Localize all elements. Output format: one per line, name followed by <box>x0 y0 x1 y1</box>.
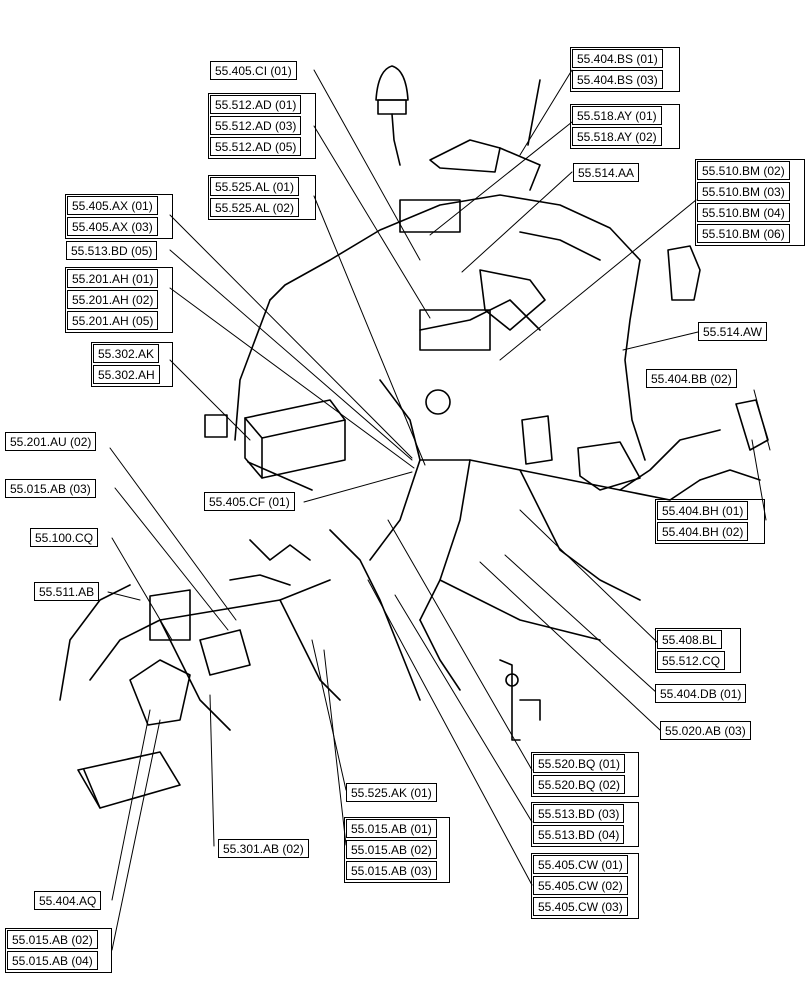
ref-group-55-015-ab-mid: 55.015.AB (01) 55.015.AB (02) 55.015.AB … <box>344 817 450 883</box>
ref-55-513-bd-03[interactable]: 55.513.BD (03) <box>533 804 625 823</box>
ref-55-015-ab-04[interactable]: 55.015.AB (04) <box>7 951 98 970</box>
ref-group-55-525-al: 55.525.AL (01) 55.525.AL (02) <box>208 175 316 220</box>
ref-55-520-bq-02[interactable]: 55.520.BQ (02) <box>533 775 626 794</box>
ref-55-518-ay-01[interactable]: 55.518.AY (01) <box>572 106 662 125</box>
ref-55-405-ax-03[interactable]: 55.405.AX (03) <box>67 217 158 236</box>
main-harness <box>59 194 761 731</box>
ref-55-201-ah-02[interactable]: 55.201.AH (02) <box>67 290 159 309</box>
ref-55-525-ak-01[interactable]: 55.525.AK (01) <box>346 783 437 802</box>
ref-group-55-404-bh: 55.404.BH (01) 55.404.BH (02) <box>655 499 765 544</box>
ref-55-514-aa[interactable]: 55.514.AA <box>573 163 640 182</box>
ref-group-55-518-ay: 55.518.AY (01) 55.518.AY (02) <box>570 104 680 149</box>
ref-55-405-cw-02[interactable]: 55.405.CW (02) <box>533 876 628 895</box>
ref-group-55-510-bm: 55.510.BM (02) 55.510.BM (03) 55.510.BM … <box>695 159 805 246</box>
ref-55-513-bd-05[interactable]: 55.513.BD (05) <box>66 241 158 260</box>
ref-55-201-ah-05[interactable]: 55.201.AH (05) <box>67 311 159 330</box>
ref-group-55-302: 55.302.AK 55.302.AH <box>91 342 173 387</box>
ref-55-015-ab-03-mid[interactable]: 55.015.AB (03) <box>346 861 437 880</box>
ref-55-015-ab-01[interactable]: 55.015.AB (01) <box>346 819 437 838</box>
beacon-lamp <box>375 65 409 166</box>
ref-55-301-ab-02[interactable]: 55.301.AB (02) <box>218 839 309 858</box>
ref-group-55-513-bd: 55.513.BD (03) 55.513.BD (04) <box>531 802 639 847</box>
ref-55-510-bm-02[interactable]: 55.510.BM (02) <box>697 161 790 180</box>
ref-55-510-bm-04[interactable]: 55.510.BM (04) <box>697 203 790 222</box>
rear-lamp <box>77 751 181 809</box>
ref-55-404-bs-01[interactable]: 55.404.BS (01) <box>572 49 663 68</box>
battery <box>204 399 346 491</box>
ref-55-510-bm-03[interactable]: 55.510.BM (03) <box>697 182 790 201</box>
ref-55-405-ax-01[interactable]: 55.405.AX (01) <box>67 196 158 215</box>
leader-lines <box>107 69 771 951</box>
ref-55-404-bb-02[interactable]: 55.404.BB (02) <box>646 369 737 388</box>
relay-cluster <box>419 269 546 415</box>
ref-55-201-ah-01[interactable]: 55.201.AH (01) <box>67 269 159 288</box>
ref-group-55-201-ah: 55.201.AH (01) 55.201.AH (02) 55.201.AH … <box>65 267 173 333</box>
ref-55-015-ab-02-bottom[interactable]: 55.015.AB (02) <box>7 930 98 949</box>
ref-55-512-cq[interactable]: 55.512.CQ <box>657 651 726 670</box>
ref-55-404-bs-03[interactable]: 55.404.BS (03) <box>572 70 663 89</box>
ref-55-525-al-01[interactable]: 55.525.AL (01) <box>210 177 299 196</box>
ref-55-511-ab[interactable]: 55.511.AB <box>34 582 100 601</box>
ref-55-408-bl[interactable]: 55.408.BL <box>657 630 722 649</box>
ref-55-514-aw[interactable]: 55.514.AW <box>698 322 767 341</box>
ref-55-512-ad-01[interactable]: 55.512.AD (01) <box>210 95 302 114</box>
fittings <box>499 659 541 741</box>
ref-55-302-ah[interactable]: 55.302.AH <box>93 365 160 384</box>
ref-55-512-ad-05[interactable]: 55.512.AD (05) <box>210 137 302 156</box>
ref-group-55-405-cw: 55.405.CW (01) 55.405.CW (02) 55.405.CW … <box>531 853 639 919</box>
ref-group-55-512-ad: 55.512.AD (01) 55.512.AD (03) 55.512.AD … <box>208 93 316 159</box>
ref-55-404-bh-02[interactable]: 55.404.BH (02) <box>657 522 749 541</box>
ref-55-302-ak[interactable]: 55.302.AK <box>93 344 160 363</box>
ref-55-520-bq-01[interactable]: 55.520.BQ (01) <box>533 754 626 773</box>
ref-55-512-ad-03[interactable]: 55.512.AD (03) <box>210 116 302 135</box>
roof-light-assembly <box>399 79 541 233</box>
ecu-box <box>521 415 641 491</box>
ref-group-55-520-bq: 55.520.BQ (01) 55.520.BQ (02) <box>531 752 639 797</box>
ref-55-100-cq[interactable]: 55.100.CQ <box>30 528 99 547</box>
fuse-relay-box-left <box>129 589 251 726</box>
ref-55-525-al-02[interactable]: 55.525.AL (02) <box>210 198 299 217</box>
ref-55-513-bd-04[interactable]: 55.513.BD (04) <box>533 825 625 844</box>
ref-55-015-ab-02[interactable]: 55.015.AB (02) <box>346 840 437 859</box>
ref-55-404-db-01[interactable]: 55.404.DB (01) <box>655 684 747 703</box>
ref-55-015-ab-03-top[interactable]: 55.015.AB (03) <box>5 479 96 498</box>
ref-55-405-ci-01[interactable]: 55.405.CI (01) <box>210 61 297 80</box>
ref-55-518-ay-02[interactable]: 55.518.AY (02) <box>572 127 662 146</box>
ref-group-55-405-ax: 55.405.AX (01) 55.405.AX (03) <box>65 194 173 239</box>
ref-55-020-ab-03[interactable]: 55.020.AB (03) <box>660 721 751 740</box>
ref-group-55-015-ab-bottom: 55.015.AB (02) 55.015.AB (04) <box>5 928 112 973</box>
ref-55-201-au-02[interactable]: 55.201.AU (02) <box>5 432 97 451</box>
ref-55-405-cf-01[interactable]: 55.405.CF (01) <box>204 492 295 511</box>
ref-55-510-bm-06[interactable]: 55.510.BM (06) <box>697 224 790 243</box>
ref-55-404-bh-01[interactable]: 55.404.BH (01) <box>657 501 749 520</box>
right-work-light <box>667 245 769 451</box>
ref-55-405-cw-03[interactable]: 55.405.CW (03) <box>533 897 628 916</box>
ref-group-55-404-bs: 55.404.BS (01) 55.404.BS (03) <box>570 47 680 92</box>
ref-55-405-cw-01[interactable]: 55.405.CW (01) <box>533 855 628 874</box>
ref-55-404-aq[interactable]: 55.404.AQ <box>34 891 102 910</box>
ref-group-55-408-bl: 55.408.BL 55.512.CQ <box>655 628 741 673</box>
